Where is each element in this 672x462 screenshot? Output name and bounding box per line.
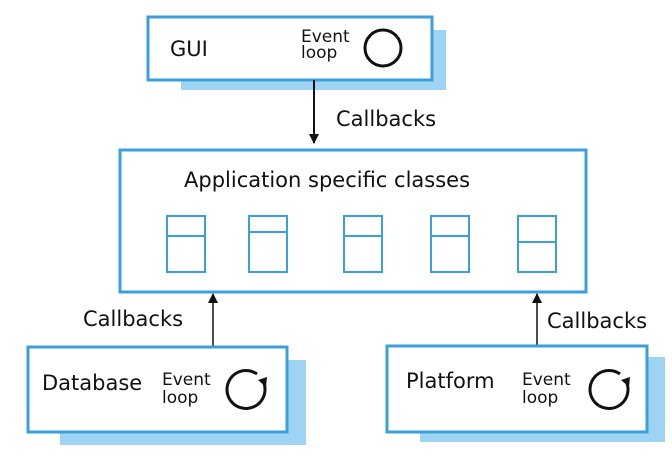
class-icon-3 <box>343 215 383 273</box>
database-box: Database Event loop <box>26 345 306 445</box>
gui-event-loop-label-line1: Event <box>301 27 350 47</box>
platform-event-loop-label-line1: Event <box>522 370 571 390</box>
database-event-loop-icon <box>225 369 267 410</box>
class-icon-5 <box>517 215 557 273</box>
platform-event-loop-icon <box>588 369 630 410</box>
gui-label: GUI <box>170 37 208 61</box>
gui-box-frame <box>146 15 434 82</box>
class-icon-2 <box>248 215 288 273</box>
application-title: Application specific classes <box>184 168 470 192</box>
callbacks-top-label: Callbacks <box>336 107 436 131</box>
gui-event-loop-icon <box>363 28 403 68</box>
application-box: Application specific classes <box>118 148 588 294</box>
platform-box-frame <box>385 344 649 434</box>
gui-event-loop-label-line2: loop <box>301 43 337 63</box>
database-box-frame <box>26 345 289 434</box>
platform-label: Platform <box>406 369 495 393</box>
database-event-loop-label-line1: Event <box>162 370 211 390</box>
callbacks-right-label: Callbacks <box>547 309 647 333</box>
database-event-loop-label-line2: loop <box>162 388 198 408</box>
class-icon-4 <box>430 215 470 273</box>
gui-box: GUI Event loop <box>146 15 446 90</box>
platform-event-loop-label-line2: loop <box>522 388 558 408</box>
database-label: Database <box>42 371 142 395</box>
platform-box: Platform Event loop <box>385 344 665 442</box>
class-icon-1 <box>166 215 206 273</box>
callbacks-left-label: Callbacks <box>83 307 183 331</box>
